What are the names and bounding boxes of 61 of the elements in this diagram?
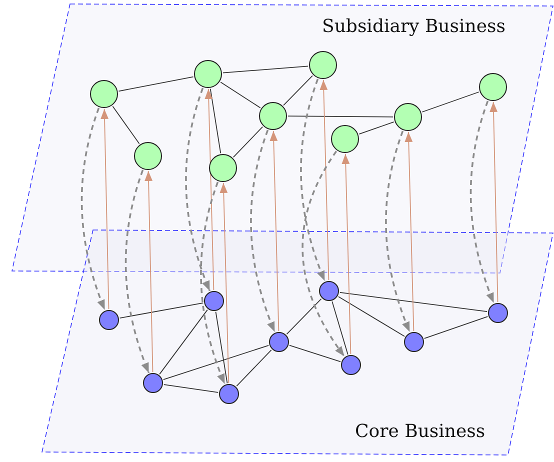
network-node <box>479 73 507 101</box>
link-line <box>215 311 228 384</box>
link-line <box>210 88 222 154</box>
link-line <box>339 292 488 312</box>
link-line <box>338 296 406 337</box>
layer-plane <box>42 229 554 457</box>
link-line <box>163 384 219 393</box>
arrow <box>185 88 211 292</box>
link-line <box>422 92 480 112</box>
network-node <box>134 142 162 170</box>
link-line <box>112 106 140 144</box>
link-line <box>222 66 308 74</box>
arrow <box>220 182 230 384</box>
arrow <box>490 102 498 302</box>
arrow <box>320 80 330 280</box>
network-node <box>269 332 289 352</box>
link-line <box>286 298 322 335</box>
link-line <box>288 116 394 118</box>
arrow <box>204 88 214 290</box>
network-node <box>259 102 287 130</box>
network-node <box>219 384 239 404</box>
network-node <box>209 154 237 182</box>
arrow <box>404 132 414 332</box>
network-node <box>488 303 508 323</box>
network-node <box>99 310 119 330</box>
network-node <box>194 60 222 88</box>
arrow <box>144 170 154 372</box>
network-node <box>319 281 339 301</box>
network-node <box>309 51 337 79</box>
link-line <box>159 309 208 375</box>
network-node <box>90 80 118 108</box>
layer-title: Subsidiary Business <box>322 16 506 37</box>
arrow <box>100 108 110 310</box>
arrow <box>81 108 106 310</box>
arrow <box>200 182 226 384</box>
arrow <box>300 78 326 282</box>
link-line <box>163 344 269 380</box>
layer-title: Core Business <box>355 421 486 442</box>
link-line <box>220 82 261 108</box>
arrow <box>385 130 411 332</box>
link-line <box>332 301 348 355</box>
arrow <box>125 170 150 374</box>
arrow <box>250 130 276 332</box>
link-line <box>236 349 272 387</box>
network-node <box>341 355 361 375</box>
network-node <box>404 332 424 352</box>
link-line <box>232 126 264 158</box>
network-node <box>204 291 224 311</box>
link-line <box>118 76 194 92</box>
link-line <box>358 122 394 134</box>
link-line <box>289 344 341 362</box>
network-node <box>143 373 163 393</box>
link-line <box>119 302 204 318</box>
link-line <box>283 75 313 106</box>
arrow <box>270 130 280 332</box>
network-node <box>331 125 359 153</box>
link-line <box>424 316 488 339</box>
arrow <box>342 154 352 354</box>
arrow <box>470 100 495 304</box>
arrow <box>302 150 346 357</box>
network-node <box>394 103 422 131</box>
